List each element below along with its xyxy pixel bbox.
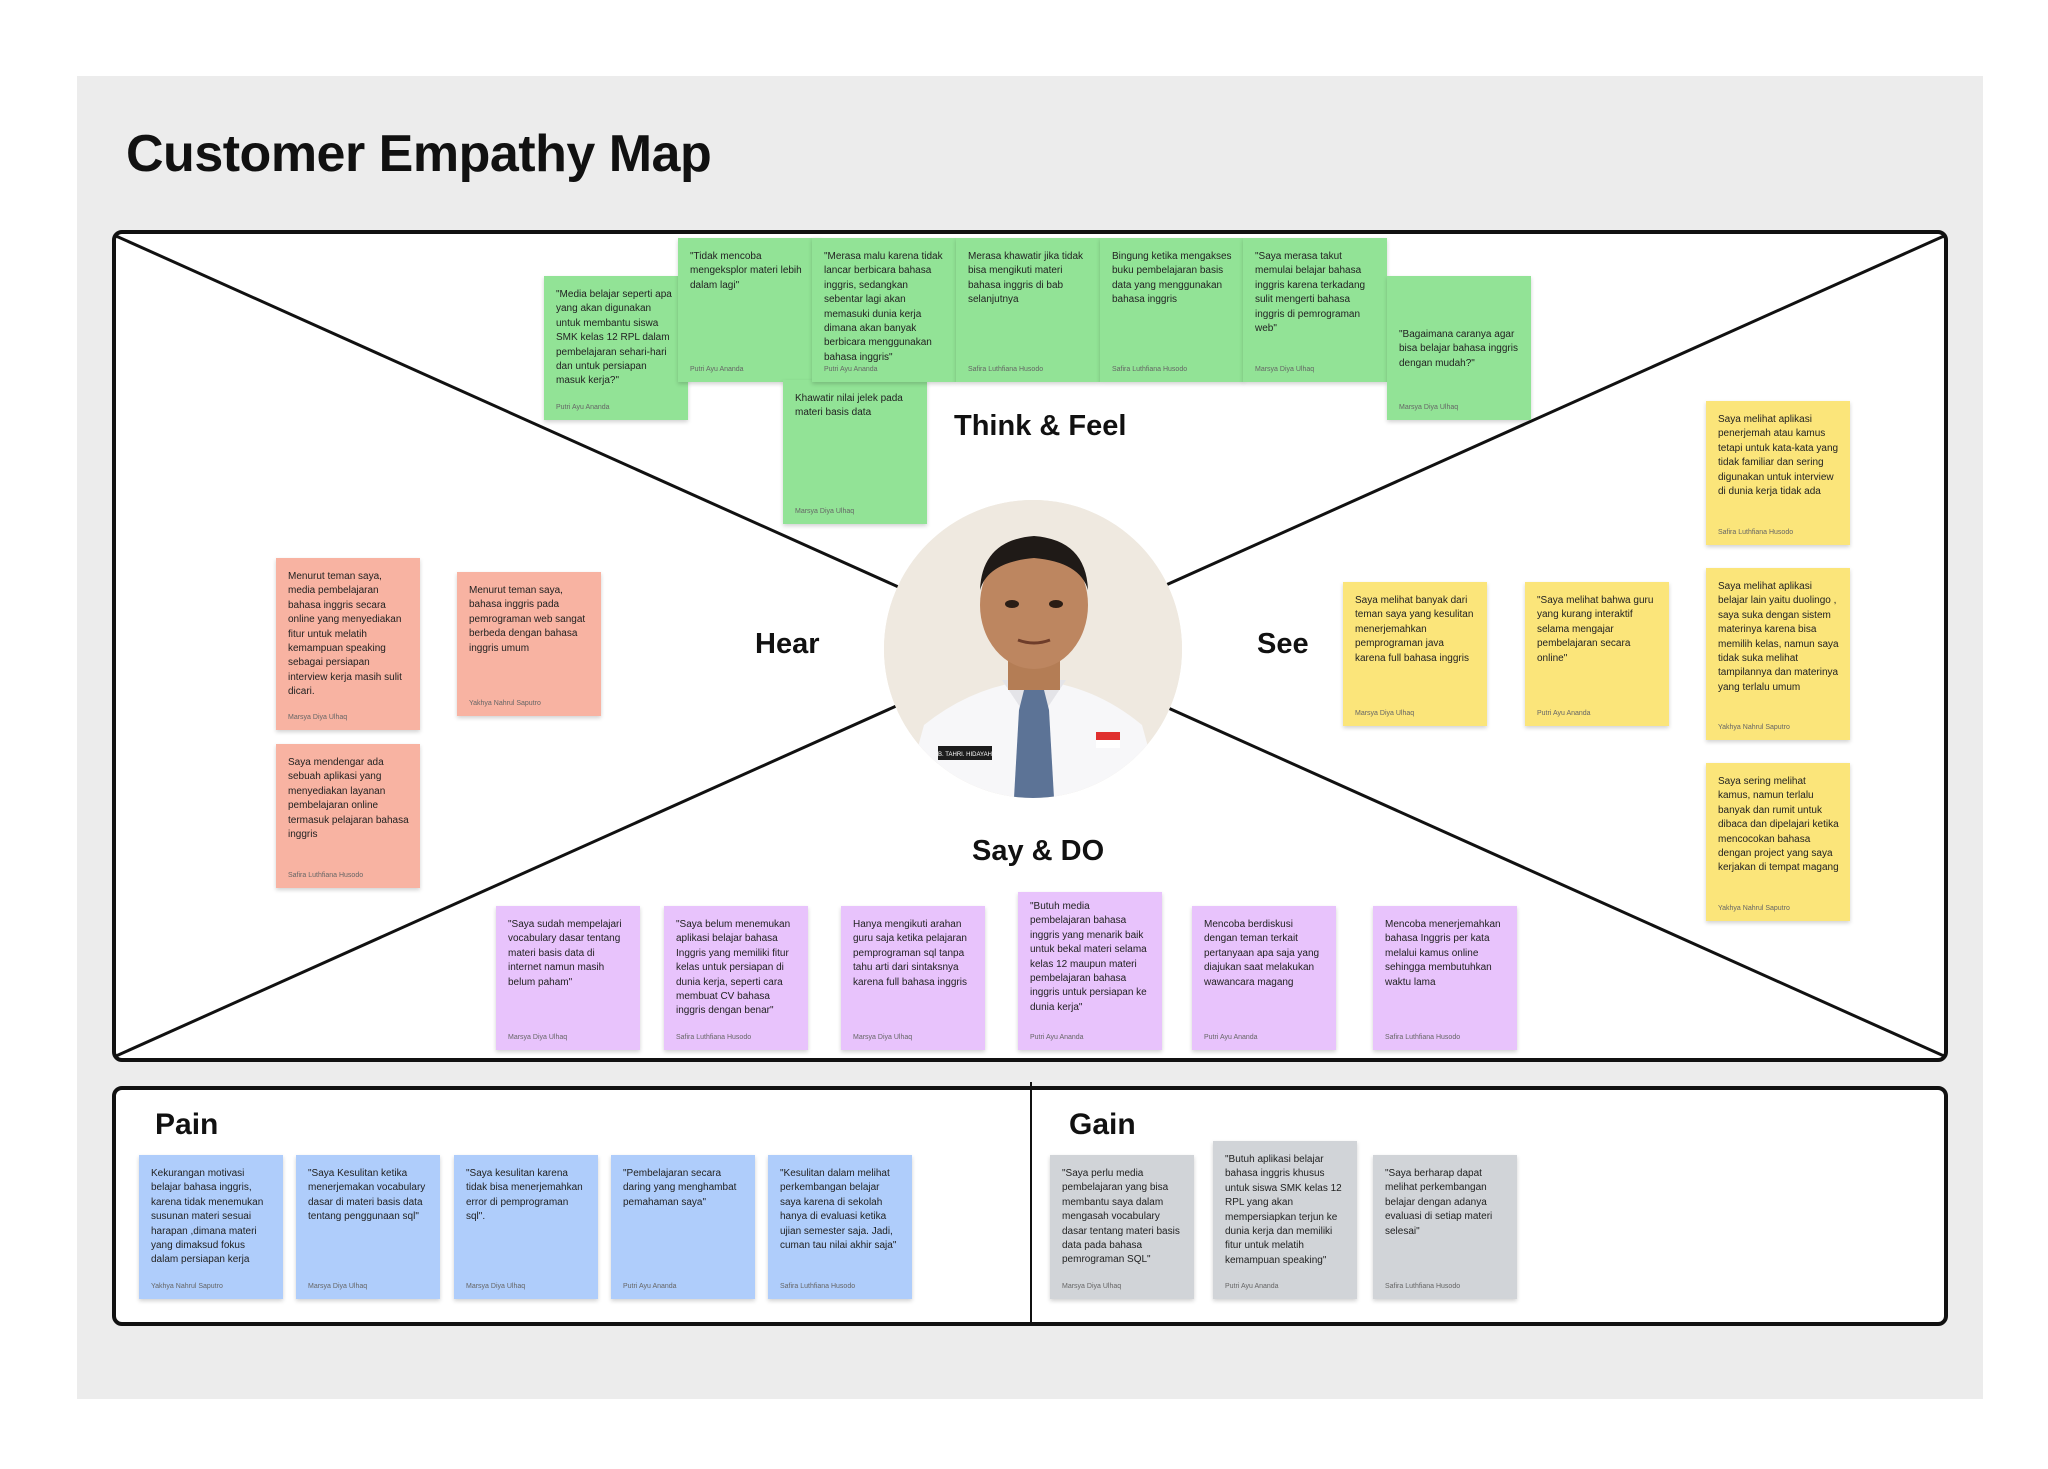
- pain-note[interactable]: "Saya kesulitan karena tidak bisa menerj…: [454, 1155, 598, 1299]
- pain-note[interactable]: "Pembelajaran secara daring yang mengham…: [611, 1155, 755, 1299]
- see-note[interactable]: Saya melihat aplikasi penerjemah atau ka…: [1706, 401, 1850, 545]
- see-note[interactable]: Saya melihat aplikasi belajar lain yaitu…: [1706, 568, 1850, 740]
- section-label-pain: Pain: [155, 1108, 219, 1141]
- say-do-note[interactable]: "Saya belum menemukan aplikasi belajar b…: [664, 906, 808, 1050]
- think-feel-note[interactable]: "Saya merasa takut memulai belajar bahas…: [1243, 238, 1387, 382]
- gain-note[interactable]: "Saya berharap dapat melihat perkembanga…: [1373, 1155, 1517, 1299]
- say-do-note[interactable]: "Saya sudah mempelajari vocabulary dasar…: [496, 906, 640, 1050]
- pain-note[interactable]: "Kesulitan dalam melihat perkembangan be…: [768, 1155, 912, 1299]
- quadrant-label-hear: Hear: [755, 628, 820, 660]
- think-feel-note[interactable]: Merasa khawatir jika tidak bisa mengikut…: [956, 238, 1100, 382]
- think-feel-note[interactable]: Khawatir nilai jelek pada materi basis d…: [783, 380, 927, 524]
- pain-note[interactable]: "Saya Kesulitan ketika menerjemakan voca…: [296, 1155, 440, 1299]
- think-feel-note[interactable]: Bingung ketika mengakses buku pembelajar…: [1100, 238, 1244, 382]
- gain-note[interactable]: "Saya perlu media pembelajaran yang bisa…: [1050, 1155, 1194, 1299]
- think-feel-note[interactable]: "Merasa malu karena tidak lancar berbica…: [812, 238, 956, 382]
- say-do-note[interactable]: Hanya mengikuti arahan guru saja ketika …: [841, 906, 985, 1050]
- see-note[interactable]: "Saya melihat bahwa guru yang kurang int…: [1525, 582, 1669, 726]
- persona-photo: B. TAHRI. HIDAYAH: [884, 500, 1182, 798]
- hear-note[interactable]: Saya mendengar ada sebuah aplikasi yang …: [276, 744, 420, 888]
- section-label-gain: Gain: [1069, 1108, 1136, 1141]
- quadrant-label-think-feel: Think & Feel: [954, 410, 1127, 442]
- say-do-note[interactable]: Mencoba menerjemahkan bahasa Inggris per…: [1373, 906, 1517, 1050]
- page-title: Customer Empathy Map: [126, 125, 712, 183]
- quadrant-label-say-do: Say & DO: [972, 835, 1105, 867]
- pain-note[interactable]: Kekurangan motivasi belajar bahasa inggr…: [139, 1155, 283, 1299]
- think-feel-note[interactable]: "Bagaimana caranya agar bisa belajar bah…: [1387, 276, 1531, 420]
- think-feel-note[interactable]: "Tidak mencoba mengeksplor materi lebih …: [678, 238, 822, 382]
- say-do-note[interactable]: "Butuh media pembelajaran bahasa inggris…: [1018, 892, 1162, 1050]
- think-feel-note[interactable]: "Media belajar seperti apa yang akan dig…: [544, 276, 688, 420]
- hear-note[interactable]: Menurut teman saya, bahasa inggris pada …: [457, 572, 601, 716]
- see-note[interactable]: Saya melihat banyak dari teman saya yang…: [1343, 582, 1487, 726]
- gain-note[interactable]: "Butuh aplikasi belajar bahasa inggris k…: [1213, 1141, 1357, 1299]
- say-do-note[interactable]: Mencoba berdiskusi dengan teman terkait …: [1192, 906, 1336, 1050]
- quadrant-label-see: See: [1257, 628, 1309, 660]
- see-note[interactable]: Saya sering melihat kamus, namun terlalu…: [1706, 763, 1850, 921]
- hear-note[interactable]: Menurut teman saya, media pembelajaran b…: [276, 558, 420, 730]
- persona-name-tag: B. TAHRI. HIDAYAH: [938, 752, 992, 758]
- pain-gain-divider: [1030, 1082, 1032, 1326]
